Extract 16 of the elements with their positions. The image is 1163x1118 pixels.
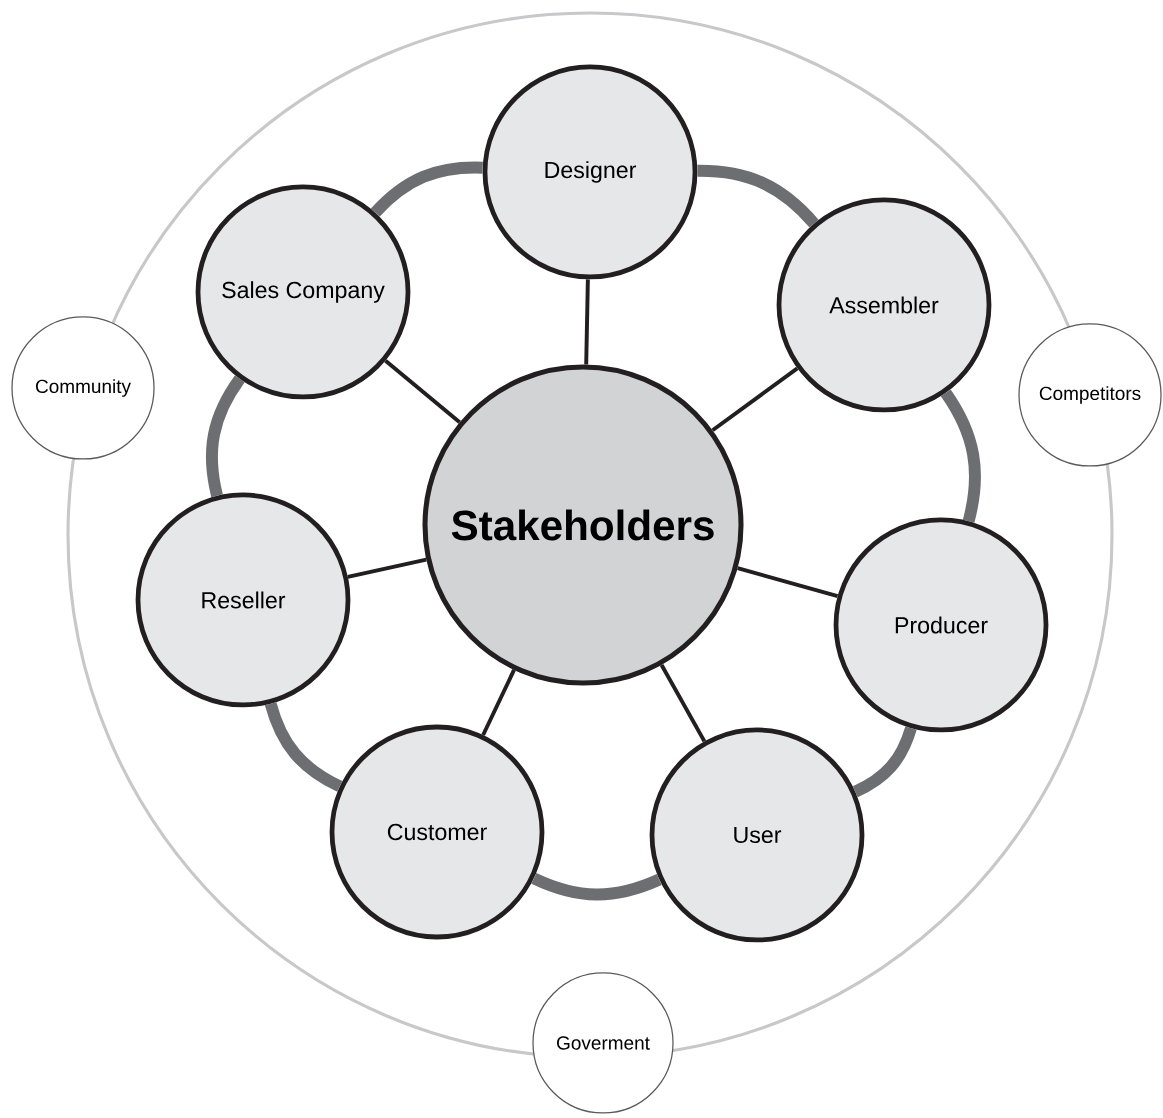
node-label: Goverment [557,1036,650,1050]
spoke-line [659,664,707,743]
spoke-line [711,366,799,432]
ring-arc [371,161,483,217]
ring-arc [940,389,981,523]
spoke-line [347,557,427,579]
ring-arc [264,702,343,792]
ring-arc [531,872,662,901]
spoke-line [584,279,590,365]
spoke-line [737,566,839,598]
ring-arc [205,375,245,498]
spoke-line [481,669,516,736]
ring-arc [697,164,819,228]
node-label: Competitors [1039,386,1141,404]
spoke-line [384,359,461,424]
ring-arc [852,726,917,798]
